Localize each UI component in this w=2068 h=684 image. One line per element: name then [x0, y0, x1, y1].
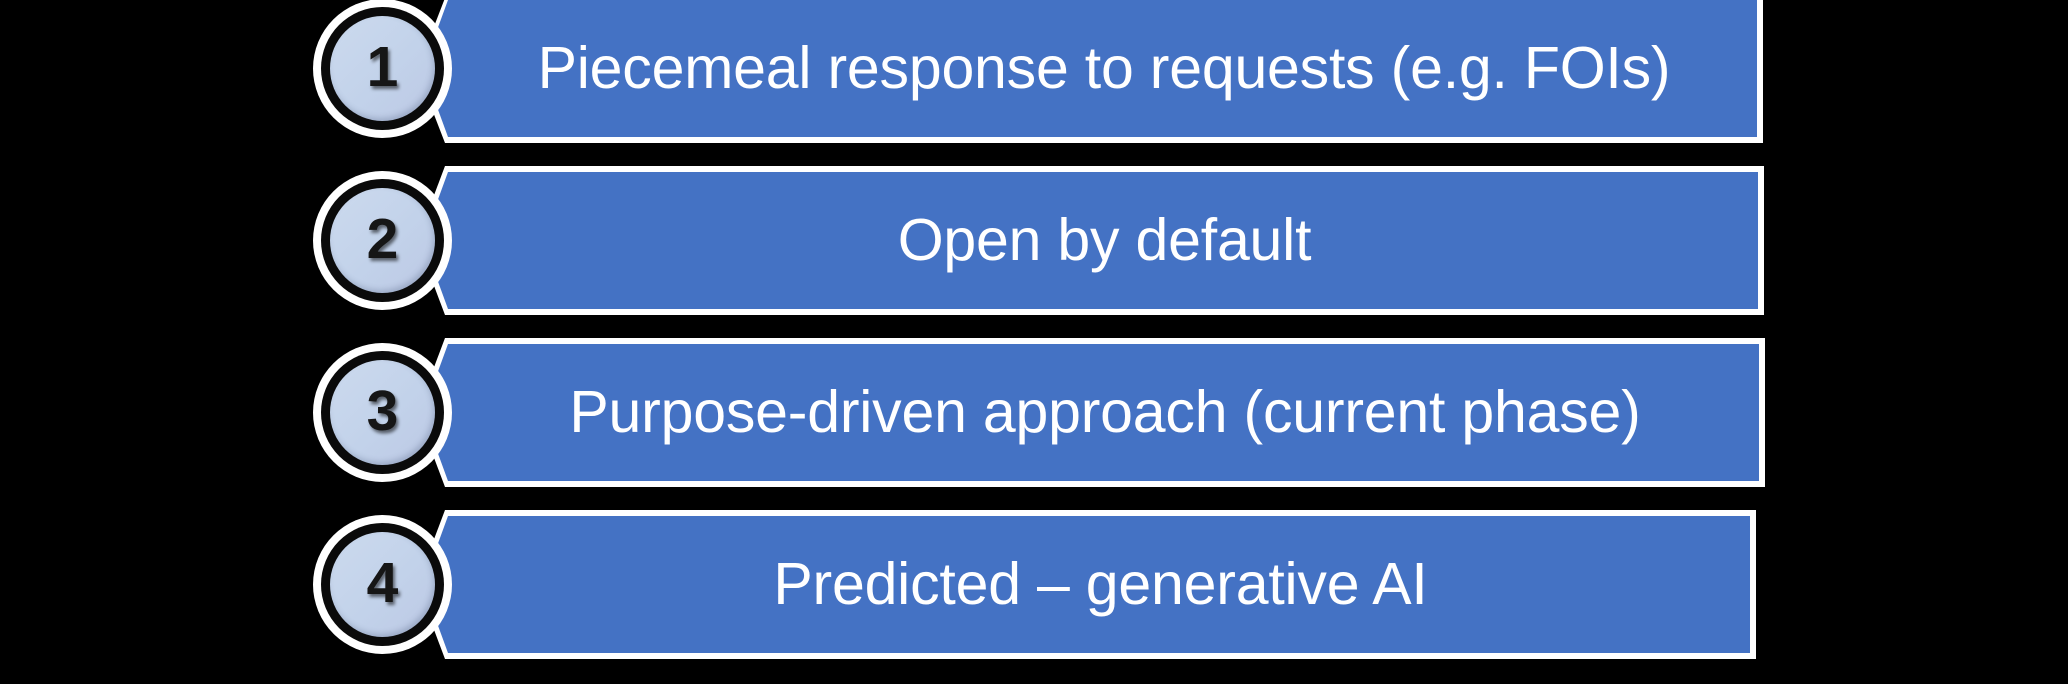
step-1-bar-fill[interactable]: Piecemeal response to requests (e.g. FOI… [423, 0, 1757, 137]
step-4-label: Predicted – generative AI [773, 551, 1428, 617]
step-1-circle[interactable]: 1 [330, 16, 435, 121]
step-3-circle[interactable]: 3 [330, 360, 435, 465]
step-3-bar[interactable]: Purpose-driven approach (current phase) [417, 338, 1765, 487]
step-3-bar-fill[interactable]: Purpose-driven approach (current phase) [423, 344, 1759, 481]
step-2-label: Open by default [897, 207, 1312, 273]
step-2-number: 2 [366, 207, 399, 271]
step-2-bar[interactable]: Open by default [417, 166, 1764, 315]
step-1-bar[interactable]: Piecemeal response to requests (e.g. FOI… [417, 0, 1763, 143]
step-2-circle[interactable]: 2 [330, 188, 435, 293]
step-3-number: 3 [366, 379, 399, 443]
step-4-bar[interactable]: Predicted – generative AI [417, 510, 1756, 659]
step-4-marker[interactable]: 4 [313, 515, 452, 654]
step-3-marker[interactable]: 3 [313, 343, 452, 482]
process-step-1[interactable]: Piecemeal response to requests (e.g. FOI… [0, 0, 2068, 143]
process-step-3[interactable]: Purpose-driven approach (current phase) … [0, 338, 2068, 487]
process-step-2[interactable]: Open by default 2 [0, 166, 2068, 315]
step-4-bar-fill[interactable]: Predicted – generative AI [423, 516, 1750, 653]
step-4-number: 4 [366, 551, 399, 615]
step-1-number: 1 [366, 35, 399, 99]
process-step-4[interactable]: Predicted – generative AI 4 [0, 510, 2068, 659]
step-2-bar-fill[interactable]: Open by default [423, 172, 1758, 309]
step-3-label: Purpose-driven approach (current phase) [569, 379, 1641, 445]
step-4-circle[interactable]: 4 [330, 532, 435, 637]
step-1-marker[interactable]: 1 [313, 0, 452, 138]
step-2-marker[interactable]: 2 [313, 171, 452, 310]
step-1-label: Piecemeal response to requests (e.g. FOI… [537, 35, 1671, 101]
